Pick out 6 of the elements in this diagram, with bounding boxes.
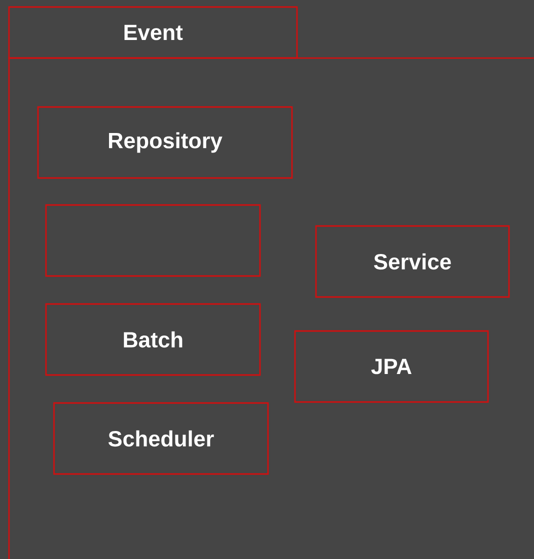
component-box: Repository — [37, 106, 293, 179]
component-box: Service — [315, 225, 510, 298]
component-box: Scheduler — [53, 402, 269, 475]
component-box — [45, 204, 261, 277]
component-box: Batch — [45, 303, 261, 376]
component-box: JPA — [294, 330, 489, 403]
